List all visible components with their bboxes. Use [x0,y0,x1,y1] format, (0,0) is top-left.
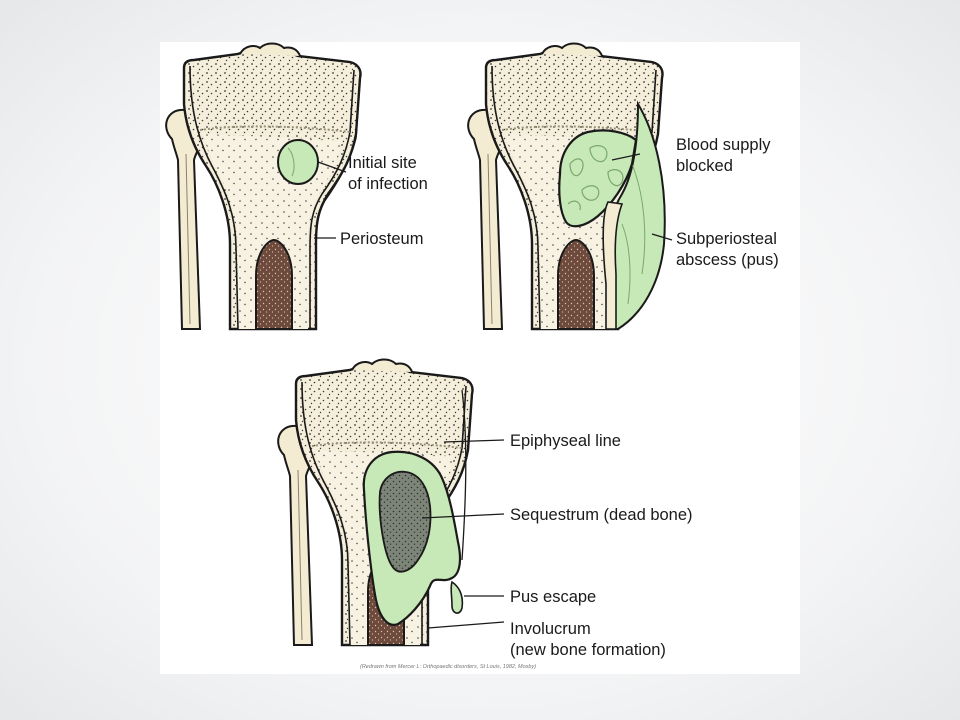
figure-credit: (Redrawn from Mercer L: Orthopaedic diso… [360,664,536,670]
label-involucrum-1: Involucrum [510,620,591,638]
label-blood-supply-2: blocked [676,157,733,175]
sequestrum [378,470,432,573]
figure-svg: Initial site of infection Periosteum [164,42,779,670]
label-pus-escape: Pus escape [510,588,596,606]
pus-escape [450,580,464,614]
label-subperiosteal-2: abscess (pus) [676,251,779,269]
label-initial-site-2: of infection [348,175,428,193]
label-subperiosteal-1: Subperiosteal [676,230,777,248]
label-epiphyseal-line: Epiphyseal line [510,432,621,450]
osteomyelitis-figure: Initial site of infection Periosteum [160,42,800,674]
panel-sequestrum: Epiphyseal line Sequestrum (dead bone) P… [276,358,693,659]
panel-abscess: Blood supply blocked Subperiosteal absce… [466,42,779,331]
label-involucrum-2: (new bone formation) [510,641,666,659]
label-initial-site-1: Initial site [348,154,417,172]
initial-infection-site [277,139,319,185]
label-sequestrum: Sequestrum (dead bone) [510,506,693,524]
panel-initial-infection: Initial site of infection Periosteum [164,42,428,331]
subperiosteal-abscess [609,100,666,330]
label-periosteum: Periosteum [340,230,423,248]
label-blood-supply-1: Blood supply [676,136,771,154]
